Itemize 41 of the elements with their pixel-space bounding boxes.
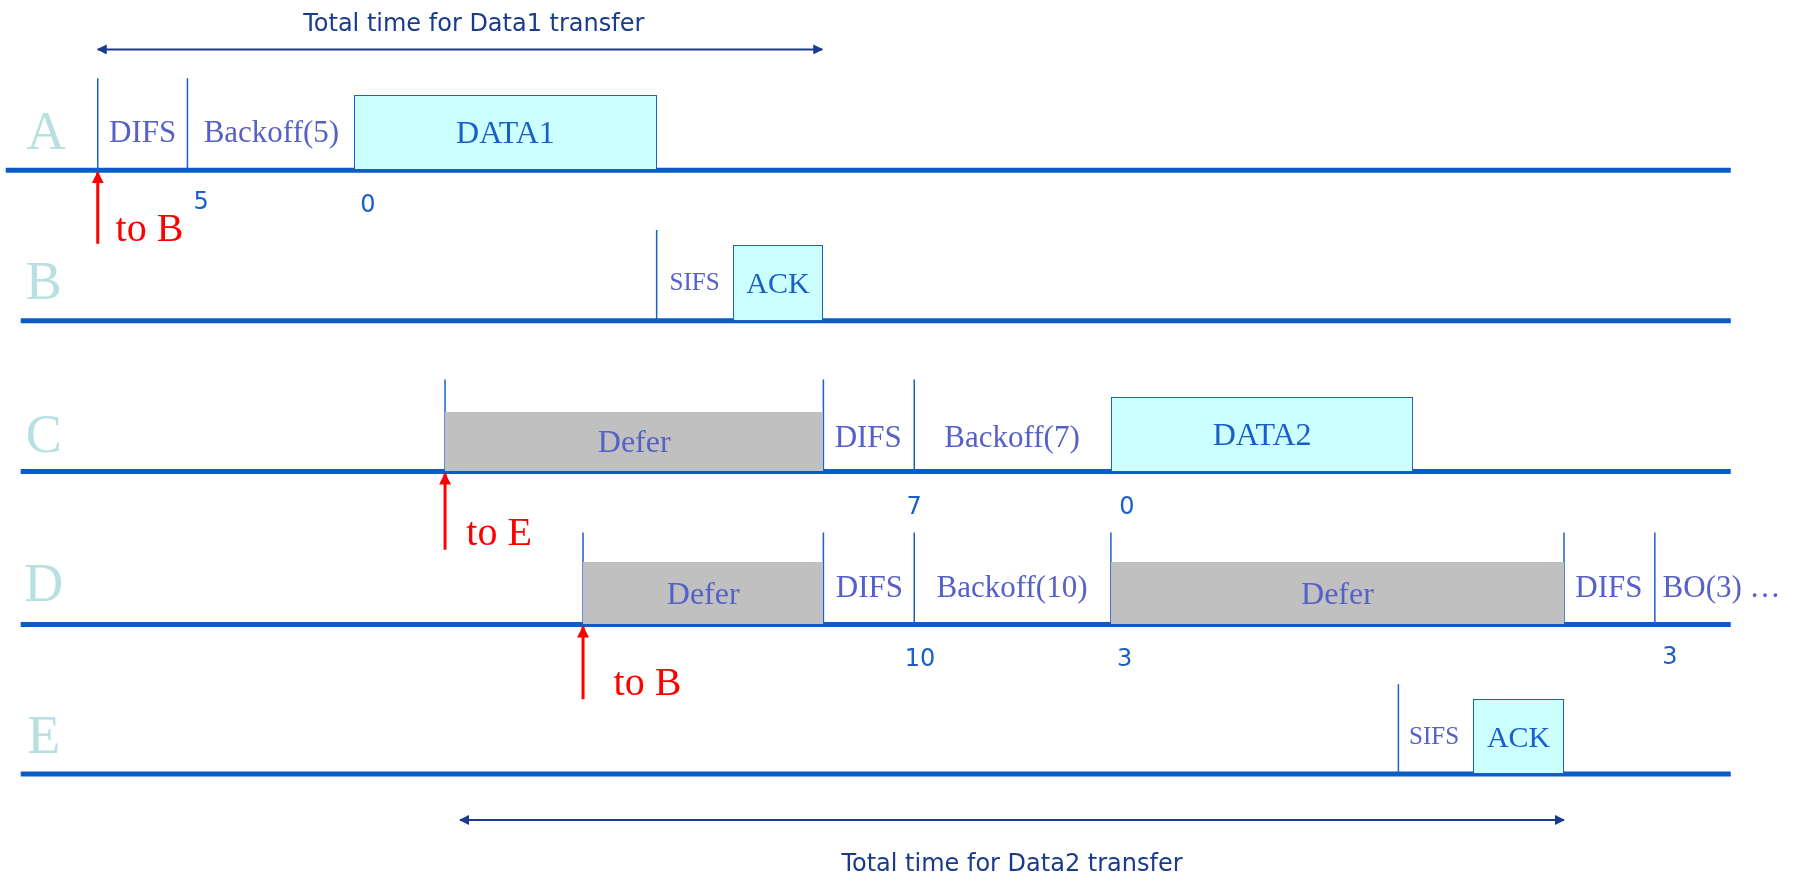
- frame-label: Defer: [597, 423, 671, 461]
- frame-label: DATA1: [456, 114, 555, 152]
- station-letter: B: [25, 252, 62, 312]
- frame-box: [354, 95, 657, 171]
- station-letter: A: [26, 102, 66, 162]
- station-letter: D: [24, 554, 64, 614]
- frame-label: ACK: [1486, 719, 1551, 754]
- frame-label: DATA2: [1212, 415, 1312, 453]
- interval-label: Backoff(5): [203, 115, 340, 150]
- interval-label: SIFS: [669, 268, 720, 296]
- arrival-label: to B: [115, 205, 184, 250]
- frame-label: Defer: [1301, 574, 1374, 612]
- interval-label: BO(3) …: [1662, 569, 1781, 604]
- dimension-label: Total time for Data2 transfer: [841, 849, 1183, 876]
- interval-label: SIFS: [1409, 722, 1460, 750]
- interval-label: DIFS: [109, 115, 177, 150]
- interval-label: Backoff(10): [936, 569, 1088, 604]
- frame-box: [1110, 396, 1414, 472]
- backoff-counter: 3: [1117, 644, 1133, 671]
- interval-label: DIFS: [835, 569, 903, 604]
- backoff-counter: 0: [360, 190, 376, 217]
- frame-box: [732, 244, 824, 321]
- backoff-counter: 5: [193, 188, 209, 215]
- frame-box: [1473, 699, 1564, 774]
- backoff-counter: 0: [1119, 492, 1135, 520]
- interval-label: Backoff(7): [944, 419, 1080, 455]
- frame-label: Defer: [666, 574, 740, 612]
- dimension-label: Total time for Data1 transfer: [303, 9, 645, 37]
- arrival-label: to B: [613, 659, 682, 704]
- arrival-label: to E: [466, 510, 532, 555]
- station-letter: E: [27, 706, 61, 766]
- frame-label: ACK: [746, 265, 810, 300]
- backoff-counter: 3: [1662, 642, 1678, 669]
- defer-bar: [583, 562, 824, 625]
- backoff-counter: 7: [906, 492, 922, 520]
- backoff-counter: 10: [904, 644, 936, 671]
- defer-bar: [445, 411, 824, 472]
- interval-label: DIFS: [1575, 569, 1643, 604]
- station-letter: C: [25, 405, 62, 465]
- interval-label: DIFS: [834, 419, 902, 455]
- defer-bar: [1110, 562, 1564, 625]
